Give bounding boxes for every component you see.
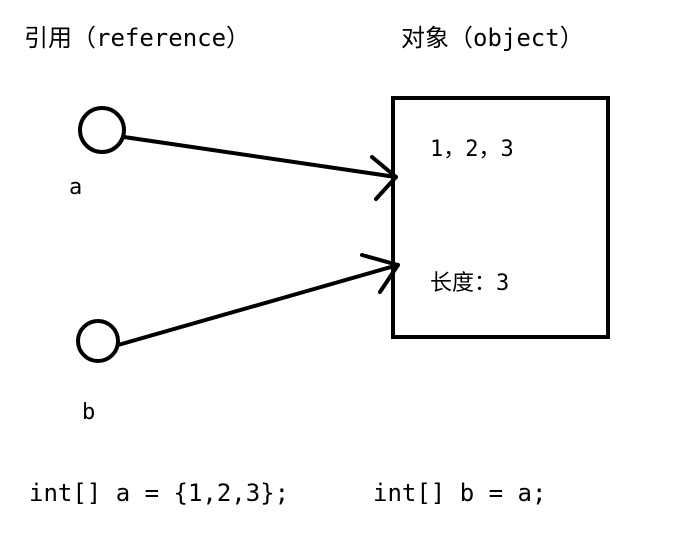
arrow-b-line bbox=[116, 263, 400, 347]
variable-b-label: b bbox=[82, 400, 96, 425]
code-line-a: int[] a = {1,2,3}; bbox=[29, 479, 290, 507]
object-length-text: 长度：3 bbox=[430, 271, 510, 296]
arrow-a-line bbox=[122, 135, 398, 179]
variable-a-label: a bbox=[69, 175, 83, 200]
arrow-a-head bbox=[370, 155, 398, 201]
reference-a-circle bbox=[78, 106, 126, 154]
reference-b-circle bbox=[76, 319, 120, 363]
arrow-b-head bbox=[360, 253, 400, 294]
object-box bbox=[391, 96, 610, 339]
object-values-text: 1，2，3 bbox=[430, 137, 514, 162]
code-line-b: int[] b = a; bbox=[373, 479, 547, 507]
reference-heading: 引用（reference） bbox=[24, 24, 251, 52]
object-heading: 对象（object） bbox=[401, 24, 584, 52]
